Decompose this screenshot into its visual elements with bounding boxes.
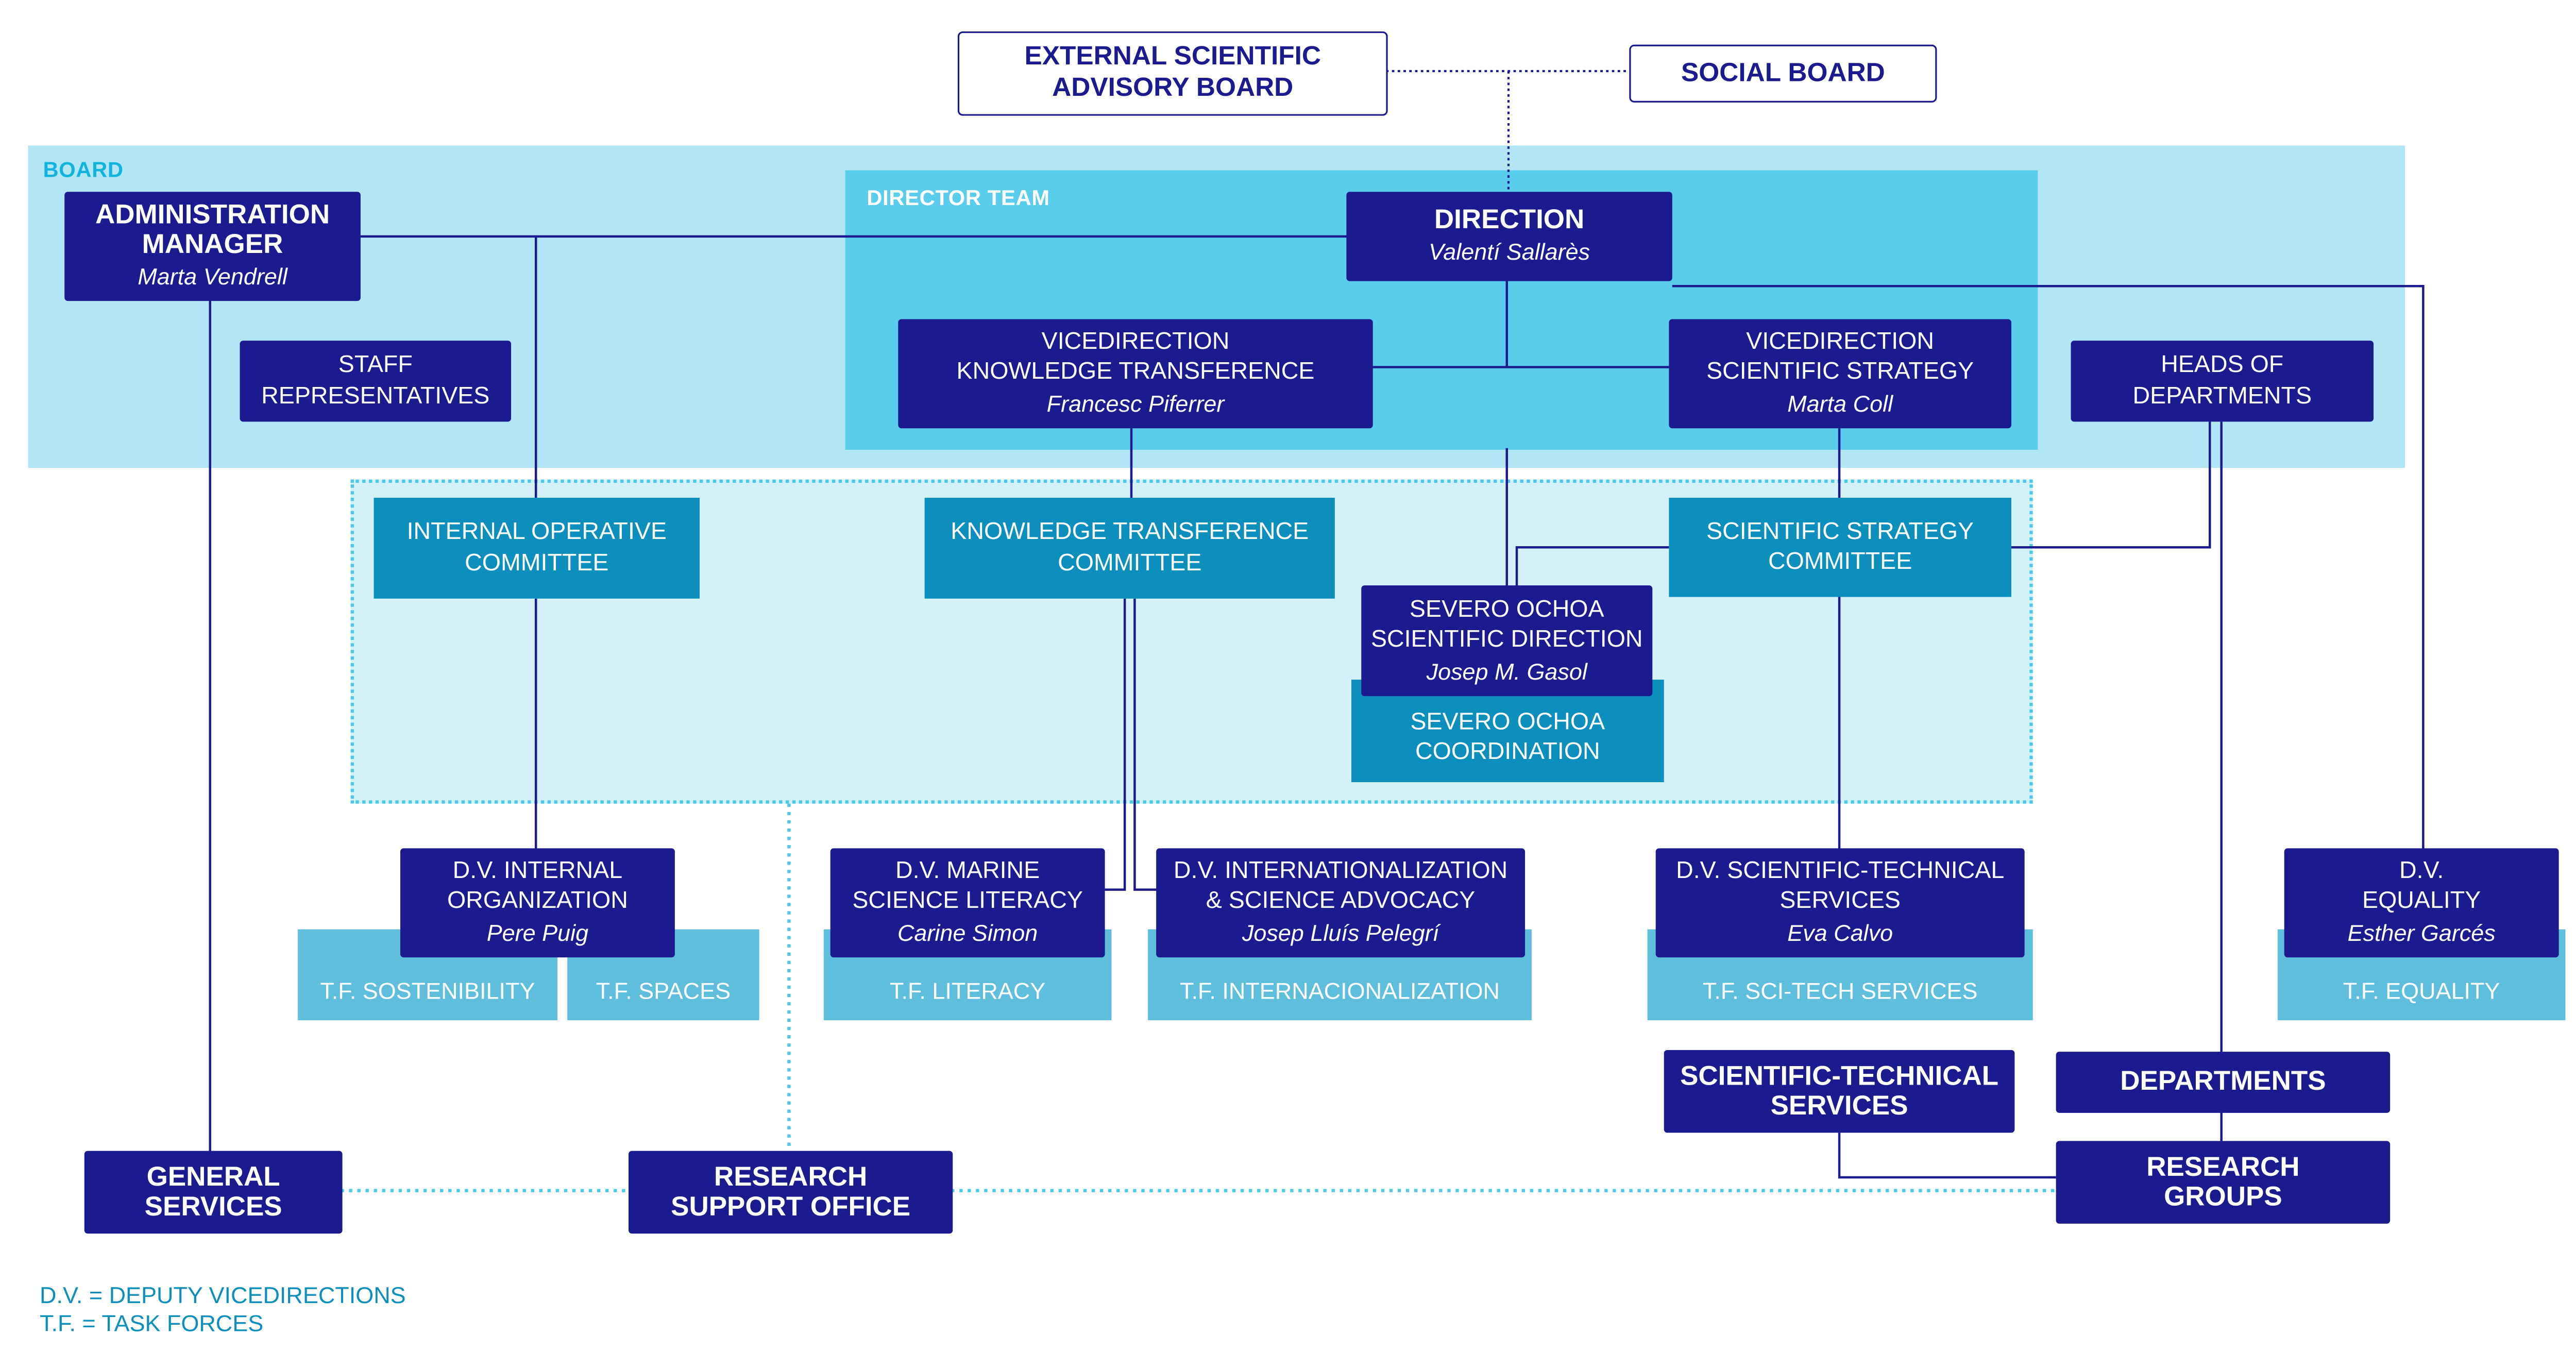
direction-box: DIRECTION Valentí Sallarès xyxy=(1346,192,1672,281)
dv-internal-organization-person: Pere Puig xyxy=(486,920,589,947)
research-groups-box: RESEARCH GROUPS xyxy=(2056,1141,2391,1224)
vicedirection-knowledge-box: VICEDIRECTION KNOWLEDGE TRANSFERENCE Fra… xyxy=(898,319,1373,429)
dv-equality-box: D.V. EQUALITY Esther Garcés xyxy=(2284,848,2559,958)
direction-person: Valentí Sallarès xyxy=(1428,239,1590,265)
advisory-board-box: EXTERNAL SCIENTIFIC ADVISORY BOARD xyxy=(957,31,1388,116)
administration-manager-box: ADMINISTRATION MANAGER Marta Vendrell xyxy=(64,192,361,301)
vicedirection-knowledge-title: VICEDIRECTION KNOWLEDGE TRANSFERENCE xyxy=(956,329,1315,386)
dv-scientific-technical-services-title: D.V. SCIENTIFIC-TECHNICAL SERVICES xyxy=(1676,858,2005,915)
connector-heads-strategy xyxy=(2011,421,2211,549)
administration-manager-person: Marta Vendrell xyxy=(138,263,287,290)
knowledge-transference-committee-title: KNOWLEDGE TRANSFERENCE COMMITTEE xyxy=(951,519,1309,577)
dv-internationalization-box: D.V. INTERNATIONALIZATION & SCIENCE ADVO… xyxy=(1156,848,1526,958)
legend-task-forces: T.F. = TASK FORCES xyxy=(40,1309,264,1337)
dv-internationalization-person: Josep Lluís Pelegrí xyxy=(1242,920,1439,947)
scientific-technical-services-title: SCIENTIFIC-TECHNICAL SERVICES xyxy=(1680,1061,1999,1121)
vicedirection-strategy-person: Marta Coll xyxy=(1787,391,1893,417)
dv-scientific-technical-services-person: Eva Calvo xyxy=(1787,920,1893,947)
severo-ochoa-coordination-title: SEVERO OCHOA COORDINATION xyxy=(1410,709,1605,766)
severo-ochoa-direction-title: SEVERO OCHOA SCIENTIFIC DIRECTION xyxy=(1370,596,1643,653)
connector-knowledge-dv-intl xyxy=(1133,598,1158,891)
connector-direction-equality xyxy=(1672,284,2425,850)
task-force-sostenibility-label: T.F. SOSTENIBILITY xyxy=(320,976,535,1003)
departments-title: DEPARTMENTS xyxy=(2120,1067,2326,1097)
vicedirection-knowledge-person: Francesc Piferrer xyxy=(1046,391,1225,417)
connector-scitech-groups xyxy=(1838,1133,2056,1179)
social-board-box: SOCIAL BOARD xyxy=(1629,44,1937,103)
advisory-board-title: EXTERNAL SCIENTIFIC ADVISORY BOARD xyxy=(1024,43,1321,102)
scientific-strategy-committee-box: SCIENTIFIC STRATEGY COMMITTEE xyxy=(1669,497,2011,597)
director-team-label: DIRECTOR TEAM xyxy=(867,185,1050,210)
general-services-title: GENERAL SERVICES xyxy=(144,1162,282,1222)
connector-knowledge-dv-marine xyxy=(1105,598,1126,891)
research-support-office-box: RESEARCH SUPPORT OFFICE xyxy=(628,1151,953,1234)
scientific-technical-services-box: SCIENTIFIC-TECHNICAL SERVICES xyxy=(1664,1050,2015,1133)
heads-of-departments-box: HEADS OF DEPARTMENTS xyxy=(2071,341,2374,422)
dv-internal-organization-box: D.V. INTERNAL ORGANIZATION Pere Puig xyxy=(400,848,675,958)
direction-title: DIRECTION xyxy=(1434,205,1585,235)
heads-of-departments-title: HEADS OF DEPARTMENTS xyxy=(2132,352,2312,410)
legend-deputy-vicedirections: D.V. = DEPUTY VICEDIRECTIONS xyxy=(40,1281,406,1308)
administration-manager-title: ADMINISTRATION MANAGER xyxy=(95,200,330,260)
severo-ochoa-direction-box: SEVERO OCHOA SCIENTIFIC DIRECTION Josep … xyxy=(1361,585,1653,697)
dv-marine-science-literacy-box: D.V. MARINE SCIENCE LITERACY Carine Simo… xyxy=(830,848,1105,958)
severo-ochoa-coordination-box: SEVERO OCHOA COORDINATION xyxy=(1351,680,1664,782)
task-force-scitech-label: T.F. SCI-TECH SERVICES xyxy=(1702,976,1978,1003)
dv-equality-person: Esther Garcés xyxy=(2347,920,2496,947)
task-force-internacionalization-label: T.F. INTERNACIONALIZATION xyxy=(1179,976,1500,1003)
task-force-spaces-label: T.F. SPACES xyxy=(596,976,731,1003)
internal-operative-committee-title: INTERNAL OPERATIVE COMMITTEE xyxy=(406,519,667,577)
dv-scientific-technical-services-box: D.V. SCIENTIFIC-TECHNICAL SERVICES Eva C… xyxy=(1655,848,2025,958)
vicedirection-strategy-box: VICEDIRECTION SCIENTIFIC STRATEGY Marta … xyxy=(1669,319,2011,429)
vicedirection-strategy-title: VICEDIRECTION SCIENTIFIC STRATEGY xyxy=(1706,329,1974,386)
staff-representatives-title: STAFF REPRESENTATIVES xyxy=(261,352,490,410)
dv-marine-science-literacy-title: D.V. MARINE SCIENCE LITERACY xyxy=(852,858,1083,915)
research-support-office-title: RESEARCH SUPPORT OFFICE xyxy=(671,1162,911,1222)
dv-equality-title: D.V. EQUALITY xyxy=(2362,858,2481,915)
severo-ochoa-direction-person: Josep M. Gasol xyxy=(1426,657,1587,685)
knowledge-transference-committee-box: KNOWLEDGE TRANSFERENCE COMMITTEE xyxy=(924,497,1335,599)
task-force-literacy-label: T.F. LITERACY xyxy=(889,976,1046,1003)
dv-internationalization-title: D.V. INTERNATIONALIZATION & SCIENCE ADVO… xyxy=(1173,858,1508,915)
connector-severo-strategy xyxy=(1515,546,1669,587)
internal-operative-committee-box: INTERNAL OPERATIVE COMMITTEE xyxy=(374,497,700,599)
dv-marine-science-literacy-person: Carine Simon xyxy=(897,920,1038,947)
staff-representatives-box: STAFF REPRESENTATIVES xyxy=(240,341,512,422)
general-services-box: GENERAL SERVICES xyxy=(84,1151,343,1234)
social-board-title: SOCIAL BOARD xyxy=(1681,58,1885,87)
dv-internal-organization-title: D.V. INTERNAL ORGANIZATION xyxy=(447,858,628,915)
research-groups-title: RESEARCH GROUPS xyxy=(2146,1152,2300,1212)
departments-box: DEPARTMENTS xyxy=(2056,1052,2391,1113)
scientific-strategy-committee-title: SCIENTIFIC STRATEGY COMMITTEE xyxy=(1706,519,1974,576)
board-label: BOARD xyxy=(43,157,124,182)
task-force-equality-label: T.F. EQUALITY xyxy=(2343,976,2500,1003)
